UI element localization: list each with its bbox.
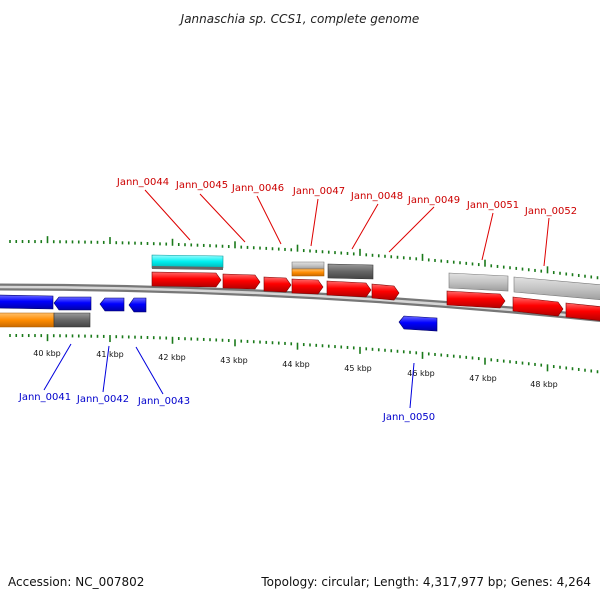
- kbp-label: 42 kbp: [158, 353, 186, 362]
- gene-label-forward[interactable]: Jann_0046: [231, 183, 284, 194]
- accession-text: Accession: NC_007802: [8, 575, 145, 589]
- forward-label-leaders: [144, 189, 550, 267]
- cds-arrow-reverse[interactable]: [53, 296, 92, 311]
- gene-label-forward[interactable]: Jann_0051: [466, 200, 519, 211]
- feature-box[interactable]: [513, 276, 600, 300]
- cds-arrow-forward[interactable]: [371, 283, 400, 301]
- kbp-label: 43 kbp: [220, 356, 248, 365]
- reverse-label-leaders: [43, 343, 415, 409]
- cds-arrow-reverse[interactable]: [0, 294, 54, 310]
- cds-arrow-forward[interactable]: [222, 273, 261, 290]
- feature-box[interactable]: [291, 261, 325, 270]
- rna-feature[interactable]: [151, 254, 224, 269]
- kbp-axis: 40 kbp 41 kbp 42 kbp 43 kbp 44 kbp 45 kb…: [33, 349, 558, 389]
- gene-label-reverse[interactable]: Jann_0050: [382, 412, 435, 423]
- feature-box[interactable]: [448, 272, 509, 292]
- forward-strand-genes: [151, 271, 600, 321]
- cds-arrow-reverse[interactable]: [128, 297, 147, 313]
- reverse-gene-labels: Jann_0041 Jann_0042 Jann_0043 Jann_0050: [18, 392, 435, 423]
- gene-label-forward[interactable]: Jann_0048: [350, 191, 403, 202]
- kbp-label: 47 kbp: [469, 374, 497, 383]
- gene-label-forward[interactable]: Jann_0045: [175, 180, 228, 191]
- cds-arrow-forward[interactable]: [326, 280, 372, 298]
- feature-box[interactable]: [0, 312, 55, 328]
- gene-label-reverse[interactable]: Jann_0043: [137, 396, 190, 407]
- cds-arrow-forward[interactable]: [263, 276, 292, 293]
- tick-marks-top: [9, 236, 599, 280]
- tick-marks-bottom: [9, 334, 599, 374]
- cds-arrow-forward[interactable]: [565, 302, 600, 321]
- cds-arrow-forward[interactable]: [151, 271, 222, 288]
- kbp-label: 48 kbp: [530, 380, 558, 389]
- cds-arrow-reverse[interactable]: [398, 315, 438, 332]
- feature-track-lower: [0, 312, 91, 328]
- kbp-label: 44 kbp: [282, 360, 310, 369]
- cds-arrow-forward[interactable]: [512, 296, 564, 317]
- gene-label-forward[interactable]: Jann_0047: [292, 186, 345, 197]
- gene-label-forward[interactable]: Jann_0052: [524, 206, 577, 217]
- feature-box[interactable]: [53, 312, 91, 328]
- kbp-label: 45 kbp: [344, 364, 372, 373]
- genome-summary-text: Topology: circular; Length: 4,317,977 bp…: [261, 575, 591, 589]
- forward-gene-labels: Jann_0044 Jann_0045 Jann_0046 Jann_0047 …: [116, 177, 577, 217]
- kbp-label: 40 kbp: [33, 349, 61, 358]
- gene-label-forward[interactable]: Jann_0049: [407, 195, 460, 206]
- feature-box[interactable]: [291, 268, 325, 277]
- kbp-label: 46 kbp: [407, 369, 435, 378]
- gene-label-reverse[interactable]: Jann_0041: [18, 392, 71, 403]
- genome-title: Jannaschia sp. CCS1, complete genome: [179, 12, 420, 26]
- reverse-strand-genes: [0, 294, 438, 332]
- kbp-label: 41 kbp: [96, 350, 124, 359]
- cds-arrow-forward[interactable]: [291, 278, 324, 295]
- cds-arrow-reverse[interactable]: [99, 297, 125, 312]
- rna-feature-shadow: [152, 266, 223, 270]
- feature-box[interactable]: [327, 263, 374, 280]
- feature-track-upper: [151, 254, 600, 300]
- cds-arrow-forward[interactable]: [446, 290, 506, 309]
- gene-label-forward[interactable]: Jann_0044: [116, 177, 169, 188]
- gene-label-reverse[interactable]: Jann_0042: [76, 394, 129, 405]
